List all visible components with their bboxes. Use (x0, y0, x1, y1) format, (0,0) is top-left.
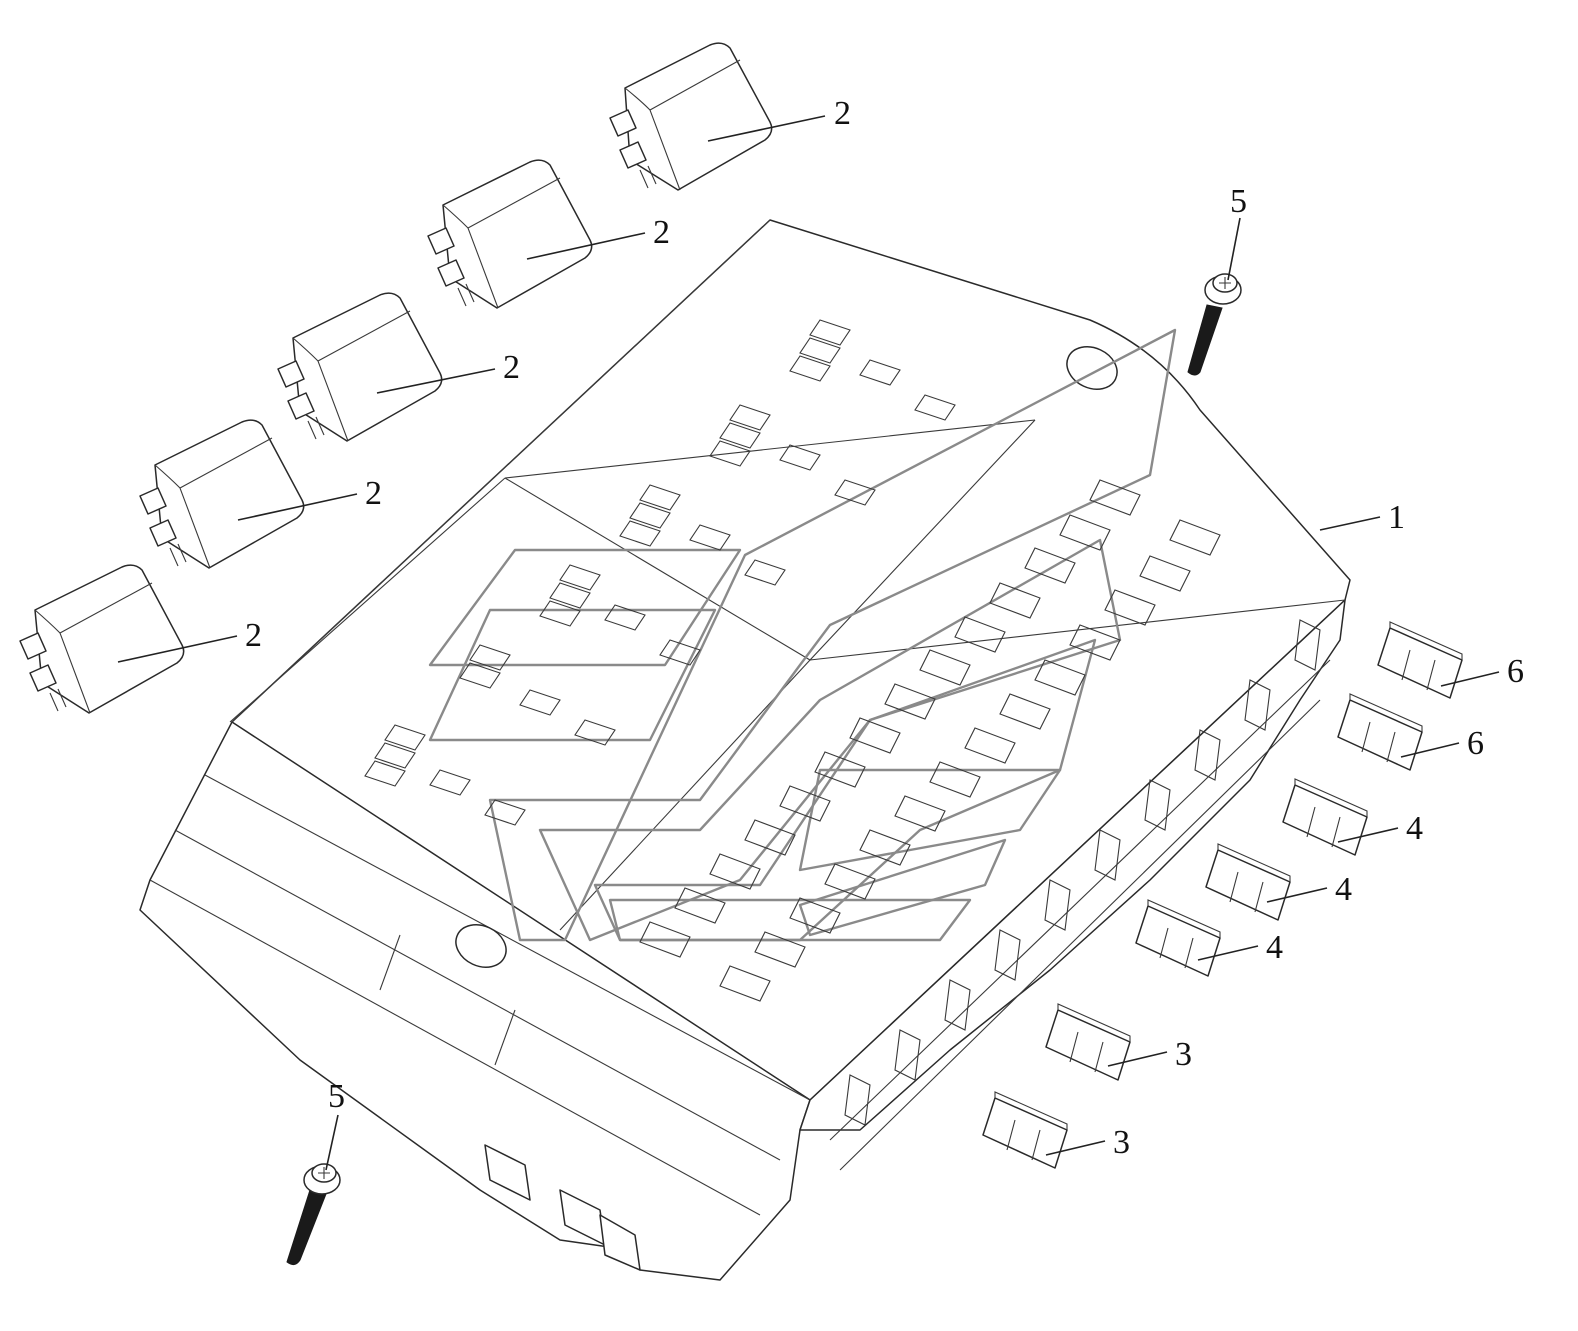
relay-3 (277, 292, 443, 442)
callout-2: 2 (653, 214, 670, 251)
fuse-4-lower (1135, 899, 1221, 977)
callout-4: 4 (1266, 929, 1283, 966)
callout-2: 2 (834, 95, 851, 132)
callout-2: 2 (503, 349, 520, 386)
callout-6: 6 (1507, 653, 1524, 690)
callout-5: 5 (328, 1078, 345, 1115)
fuse-6-lower (1337, 693, 1423, 771)
screw-upper (1187, 273, 1242, 376)
relay-4 (139, 419, 305, 569)
callout-1: 1 (1388, 499, 1405, 536)
callout-5: 5 (1230, 183, 1247, 220)
fuse-3-lower (982, 1091, 1068, 1169)
callout-3: 3 (1113, 1124, 1130, 1161)
fuse-box-housing (139, 219, 1351, 1281)
relay-top (609, 42, 773, 191)
leader-lines (117, 115, 1500, 1171)
fuse-4-middle (1205, 843, 1291, 921)
screw-lower (286, 1163, 341, 1266)
callout-2: 2 (365, 475, 382, 512)
fuse-3-upper (1045, 1003, 1131, 1081)
callout-4: 4 (1406, 810, 1423, 847)
callout-2: 2 (245, 617, 262, 654)
fuse-4-upper (1282, 778, 1368, 856)
relay-5 (19, 564, 185, 714)
callout-4: 4 (1335, 871, 1352, 908)
callout-labels: 1 2 2 2 2 2 3 3 4 4 4 5 5 6 6 (245, 95, 1524, 1161)
callout-3: 3 (1175, 1036, 1192, 1073)
callout-6: 6 (1467, 725, 1484, 762)
fuse-6-upper (1377, 621, 1463, 699)
relay-2 (427, 159, 593, 309)
